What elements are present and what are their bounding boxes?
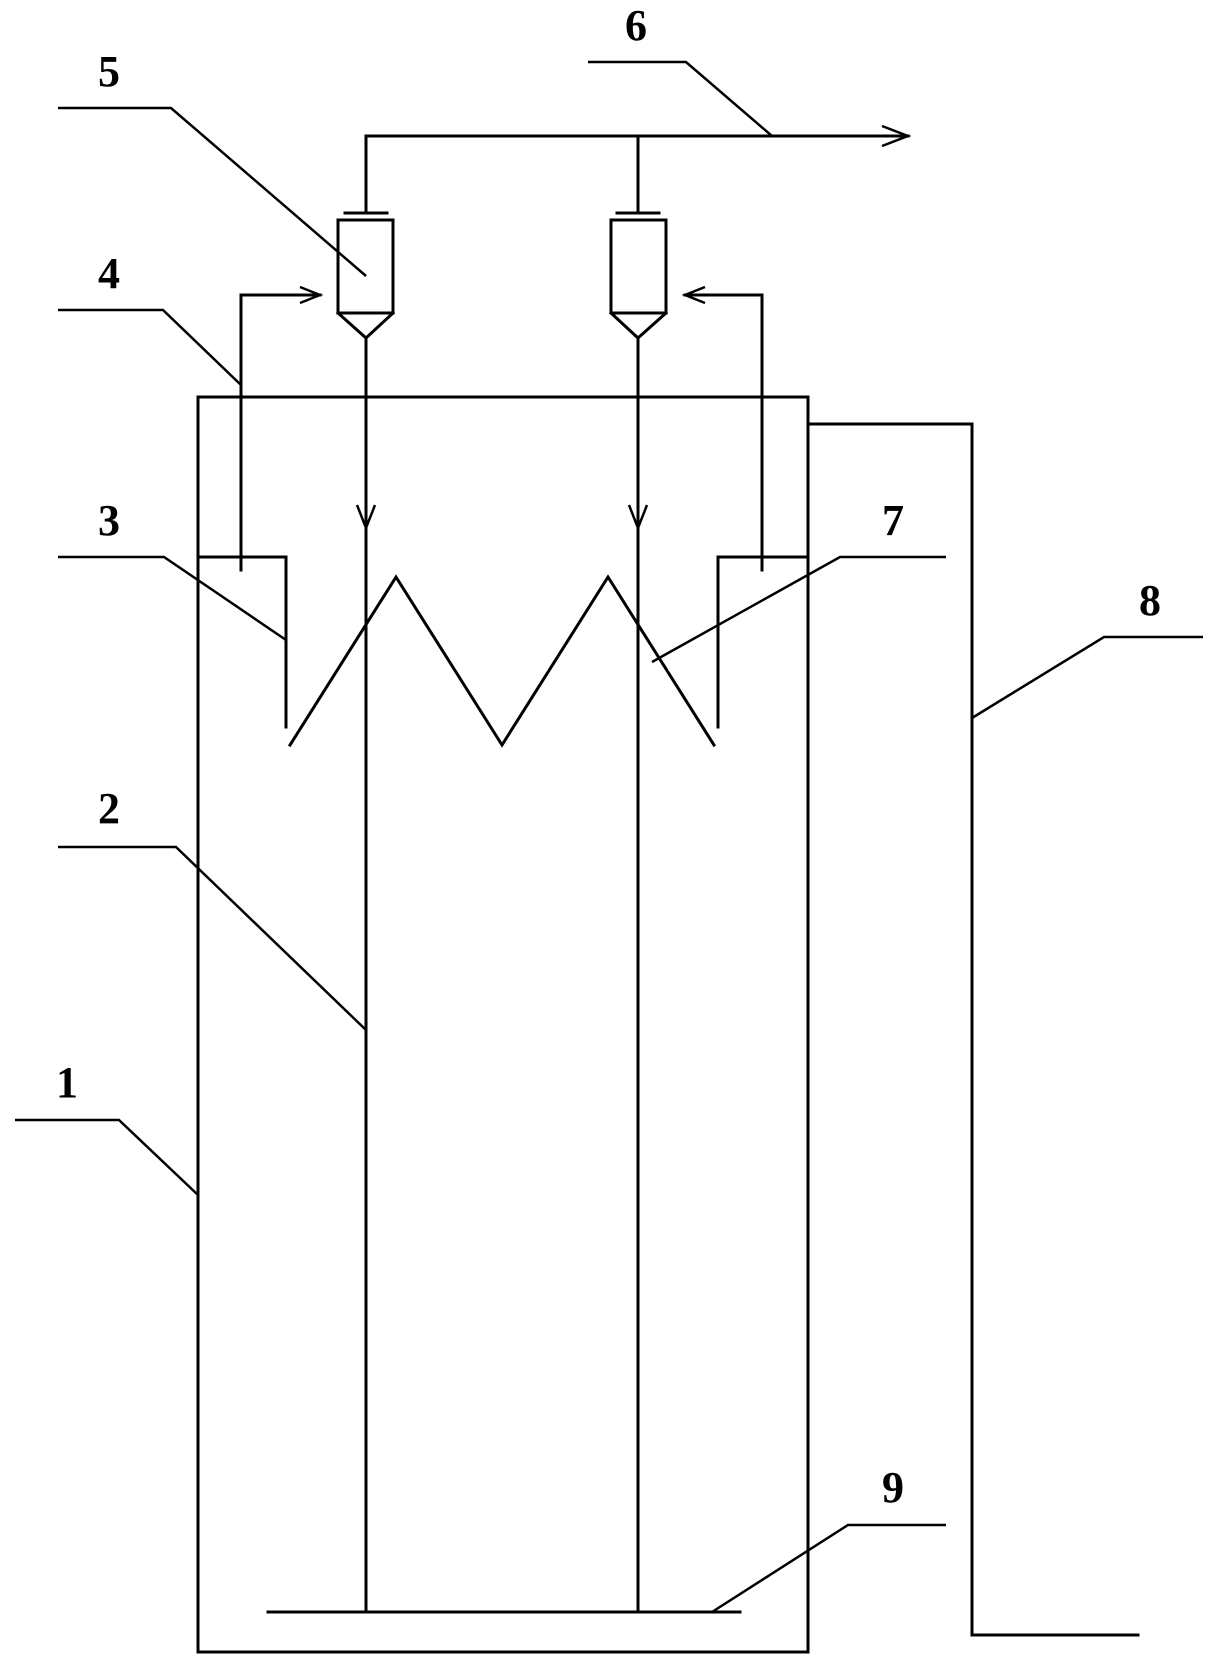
outlet-arrow [881, 124, 912, 148]
vessel-1 [196, 395, 810, 1654]
label-7: 7 [882, 496, 904, 545]
label-3: 3 [98, 496, 120, 545]
label-4: 4 [98, 249, 120, 298]
return-line-4-right [683, 293, 764, 572]
down-arrow-right [627, 504, 649, 532]
leader-8 [971, 635, 1203, 720]
baffle-3-right [716, 555, 810, 729]
return-line-4-left [239, 293, 322, 572]
label-6: 6 [625, 1, 647, 50]
leader-7 [651, 555, 946, 664]
label-1: 1 [56, 1058, 78, 1107]
leader-3 [58, 555, 287, 642]
leader-6 [588, 60, 773, 137]
label-8: 8 [1139, 576, 1161, 625]
leader-5 [58, 106, 367, 277]
separator-5-right [608, 211, 669, 341]
return-arrow-left [299, 285, 324, 305]
label-9: 9 [882, 1463, 904, 1512]
leader-2 [58, 845, 367, 1031]
return-arrow-right [681, 285, 706, 305]
baffle-3-left [196, 555, 288, 729]
down-arrow-left [355, 504, 377, 532]
label-2: 2 [98, 784, 120, 833]
deflector-7 [287, 574, 717, 748]
leader-1 [15, 1118, 199, 1196]
leader-9 [711, 1523, 946, 1614]
external-pipe-8 [806, 422, 1140, 1637]
leader-4 [58, 308, 242, 386]
label-5: 5 [98, 47, 120, 96]
